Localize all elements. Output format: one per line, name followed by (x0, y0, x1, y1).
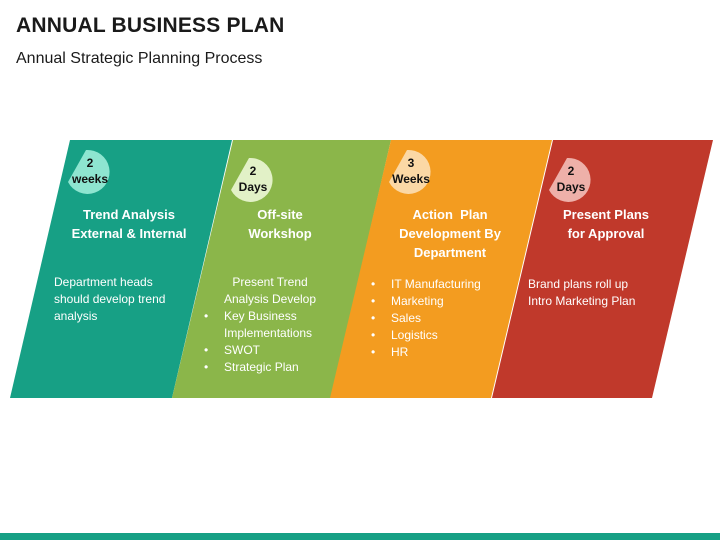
stage-4-panel (492, 140, 713, 398)
stage-1-duration: 2 weeks (65, 155, 115, 187)
stage-2-bullet: Strategic Plan (200, 359, 340, 376)
stage-4-duration-number: 2 (567, 164, 575, 178)
stage-2-title: Off-site Workshop (200, 205, 360, 243)
stage-3-duration-bubble (389, 149, 431, 194)
stage-3-bullet: HR (367, 344, 481, 361)
page-title: ANNUAL BUSINESS PLAN (16, 14, 285, 37)
stage-3-title-line3: Department (413, 245, 487, 260)
stage-1-description: Department heads should develop trend an… (54, 274, 165, 325)
stage-1-duration-unit: weeks (71, 172, 109, 186)
stage-3-bullet: Sales (367, 310, 481, 327)
stage-3-duration: 3 Weeks (386, 155, 436, 187)
stage-2-duration-number: 2 (249, 164, 257, 178)
stage-2-duration-bubble (231, 157, 273, 202)
stage-1-title-line1: Trend Analysis (83, 207, 175, 222)
stage-3-description: IT Manufacturing Marketing Sales Logisti… (367, 276, 481, 361)
stage-1-duration-number: 2 (86, 156, 94, 170)
stage-3-duration-unit: Weeks (392, 172, 430, 186)
stage-2-duration-unit: Days (238, 180, 268, 194)
stage-2-bullet: SWOT (200, 342, 340, 359)
stage-2-panel (172, 140, 391, 398)
stage-4-title: Present Plans for Approval (526, 205, 686, 243)
page-subtitle: Annual Strategic Planning Process (16, 50, 263, 67)
stage-1-title: Trend Analysis External & Internal (49, 205, 209, 243)
stage-1-title-line2: External & Internal (71, 226, 187, 241)
stage-1-duration-bubble (68, 149, 110, 194)
stage-3-bullet: IT Manufacturing (367, 276, 481, 293)
stage-4-description-line1: Brand plans roll up (528, 277, 629, 291)
stage-3-duration-number: 3 (407, 156, 415, 170)
stage-4-description: Brand plans roll up Intro Marketing Plan (528, 276, 635, 310)
stage-2-description: Present Trend Analysis Develop Key Busin… (200, 274, 340, 376)
stage-3-title-line2: Development By (399, 226, 501, 241)
stage-4-duration-unit: Days (556, 180, 586, 194)
stage-2-bullet-list: Key Business Implementations SWOT Strate… (200, 308, 340, 376)
stage-2-duration: 2 Days (228, 163, 278, 195)
stage-3-title: Action Plan Development By Department (370, 205, 530, 262)
stage-1-panel (10, 140, 232, 398)
stage-3-bullet: Marketing (367, 293, 481, 310)
stage-2-bullet-continuation: Implementations (224, 326, 313, 340)
stage-3-title-line1: Action Plan (412, 207, 488, 222)
stage-4-title-line2: for Approval (567, 226, 645, 241)
stage-2-description-line1: Present Trend (232, 275, 308, 289)
stage-4-title-line1: Present Plans (563, 207, 649, 222)
footer-accent-bar (0, 533, 720, 540)
stage-4-duration: 2 Days (546, 163, 596, 195)
stage-2-description-line2: Analysis Develop (223, 292, 317, 306)
stage-2-title-line1: Off-site (257, 207, 303, 222)
stage-4-duration-bubble (549, 157, 591, 202)
stage-3-bullet: Logistics (367, 327, 481, 344)
stage-3-bullet-list: IT Manufacturing Marketing Sales Logisti… (367, 276, 481, 361)
stage-2-title-line2: Workshop (248, 226, 312, 241)
stage-1-description-line3: analysis (54, 309, 98, 323)
stage-2-bullet: Key Business (200, 308, 340, 325)
stage-1-description-line2: should develop trend (54, 292, 166, 306)
stage-1-description-line1: Department heads (54, 275, 153, 289)
stage-4-description-line2: Intro Marketing Plan (528, 294, 636, 308)
